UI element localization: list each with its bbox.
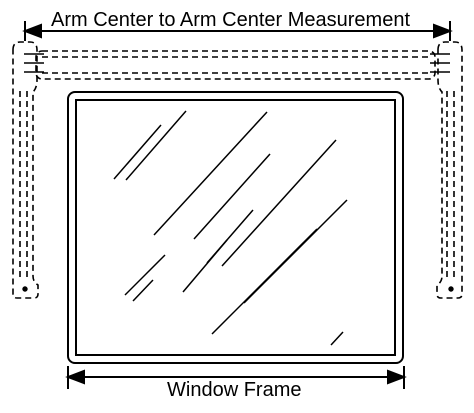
top-dimension-line <box>22 23 453 39</box>
bottom-dimension-ticks <box>67 366 405 389</box>
top-measurement-label: Arm Center to Arm Center Measurement <box>50 9 412 31</box>
bottom-measurement-label: Window Frame <box>166 379 303 401</box>
right-arm-joint <box>430 53 454 292</box>
top-dimension-ticks <box>24 21 451 41</box>
awning-roller <box>35 50 436 80</box>
window-frame <box>67 91 404 364</box>
bottom-dimension-line <box>65 369 407 385</box>
left-arm <box>12 41 39 299</box>
glass-reflections <box>113 110 348 346</box>
right-arm <box>436 41 463 299</box>
left-arm-joint <box>22 53 44 292</box>
